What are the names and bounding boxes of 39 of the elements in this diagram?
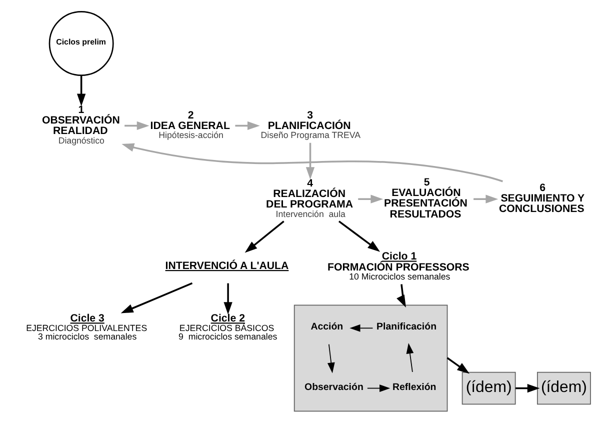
node-text: Cicle 3 EJERCICIOS POLIVALENTES xyxy=(26,312,148,333)
arrow xyxy=(406,343,414,372)
node-text: 6 SEGUIMIENTO Y CONCLUSIONES xyxy=(498,182,585,215)
arrow xyxy=(474,194,498,204)
node-text: 3 PLANIFICACIÓN Diseño Programa TREVA xyxy=(260,109,361,140)
arrow xyxy=(350,324,374,332)
node-text: 4 REALIZACIÓN DEL PROGRAMA Intervención aula xyxy=(266,177,353,219)
cluster xyxy=(294,304,448,412)
arrow xyxy=(327,344,335,374)
node-text: Reflexión xyxy=(392,382,436,393)
node-text: Acción xyxy=(310,322,344,333)
arrow xyxy=(244,220,284,253)
arrow xyxy=(224,283,232,315)
node-text: INTERVENCIÓ A L'AULA xyxy=(165,260,289,272)
node-box: (ídem) xyxy=(536,372,591,405)
arrow xyxy=(446,357,470,374)
arrow xyxy=(235,121,260,130)
node-text: Observación xyxy=(304,382,364,393)
arrow xyxy=(122,143,503,182)
arrow xyxy=(366,384,390,392)
node-box: (ídem) xyxy=(462,372,516,405)
node-circle: Ciclos prelim xyxy=(48,11,114,76)
arrow xyxy=(358,194,384,204)
node-text: 2 IDEA GENERAL Hipótesis-acción xyxy=(150,109,230,140)
node-text: Ciclo 1 FORMACIÓN PROFESSORS xyxy=(327,250,470,274)
arrow xyxy=(338,220,380,252)
arrow xyxy=(396,284,406,308)
node-text: 1 OBSERVACIÓN REALIDAD Diagnóstico xyxy=(42,104,120,146)
arrow xyxy=(76,76,86,106)
node-text: Planificación xyxy=(376,322,437,333)
arrow xyxy=(306,142,315,180)
node-label: 9 microciclos semanales xyxy=(178,332,278,342)
arrow xyxy=(124,121,150,130)
node-text: Cicle 2 EJERCICIOS BÁSICOS xyxy=(179,312,274,333)
node-label: 10 Microciclos semanales xyxy=(349,272,450,282)
node-text: 5 EVALUACIÓN PRESENTACIÓN RESULTADOS xyxy=(384,176,468,220)
arrow xyxy=(516,384,540,393)
arrow xyxy=(120,282,193,314)
node-label: 3 microciclos semanales xyxy=(38,332,137,342)
